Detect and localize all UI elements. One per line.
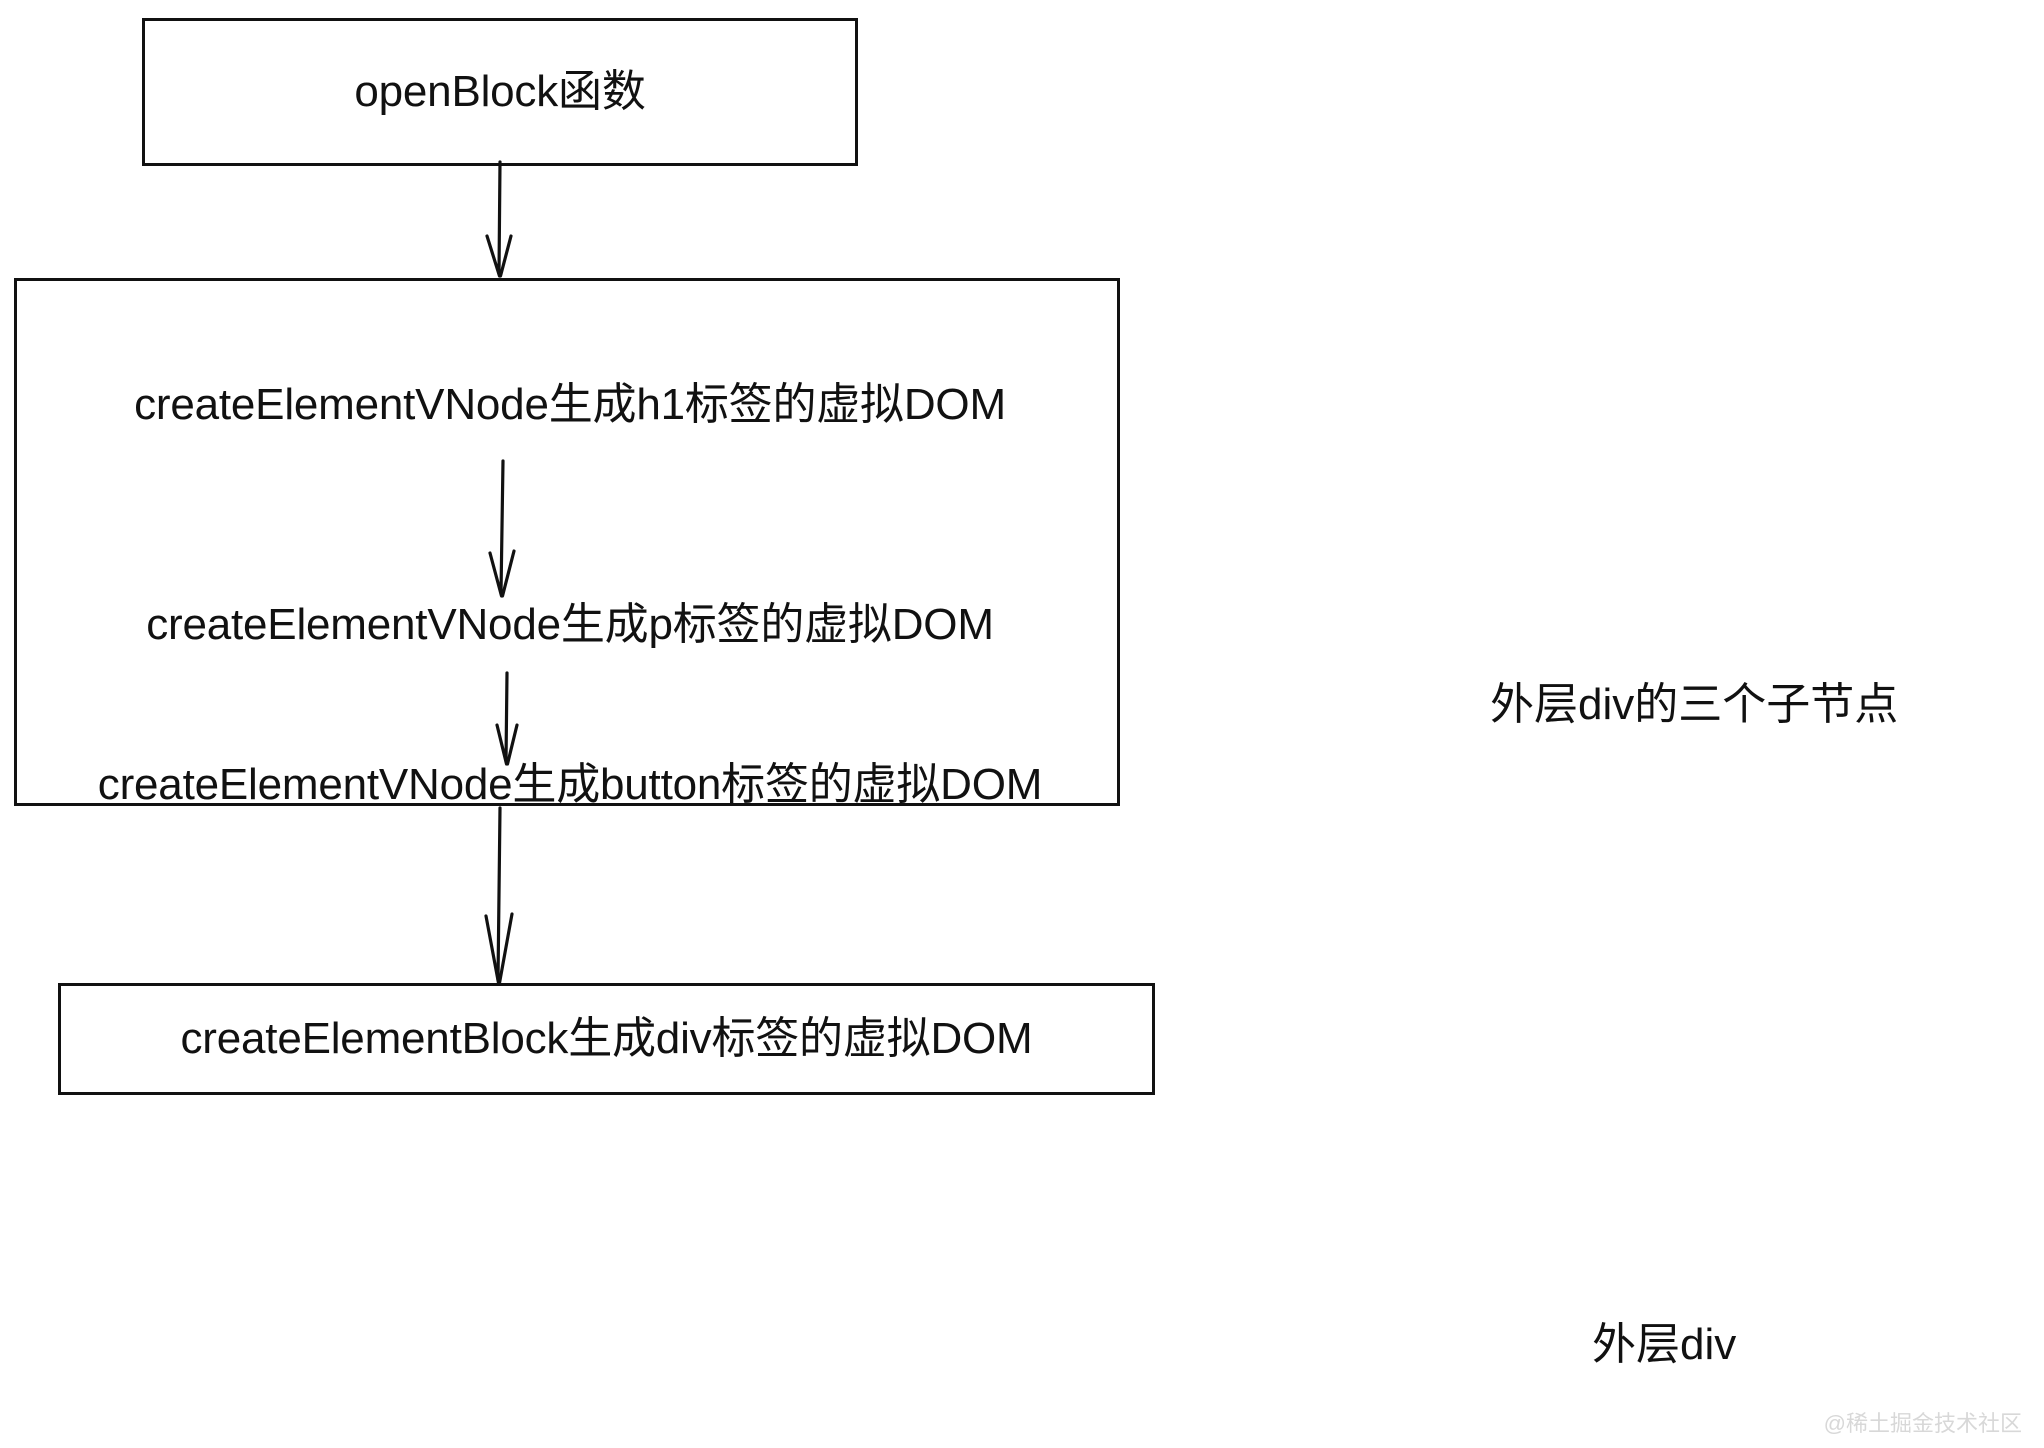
group-children-nodes: createElementVNode生成h1标签的虚拟DOM createEle… [14, 278, 1123, 809]
node-create-vnode-h1: createElementVNode生成h1标签的虚拟DOM [17, 380, 1123, 429]
arrow-children-to-block-icon [484, 806, 514, 985]
node-create-vnode-button-label: createElementVNode生成button标签的虚拟DOM [97, 760, 1043, 809]
annotation-children-of-outer-div-label: 外层div的三个子节点 [1490, 680, 1899, 729]
arrow-children-to-block [468, 806, 528, 988]
node-create-element-block: createElementBlock生成div标签的虚拟DOM [58, 983, 1155, 1095]
node-open-block: openBlock函数 [142, 18, 858, 166]
annotation-children-of-outer-div: 外层div的三个子节点 [1490, 668, 1898, 732]
node-create-vnode-p: createElementVNode生成p标签的虚拟DOM [17, 600, 1123, 649]
annotation-outer-div: 外层div [1592, 1308, 1736, 1372]
arrow-h1-to-p-icon [488, 459, 516, 598]
watermark: @稀土掘金技术社区 [1824, 1406, 2022, 1438]
node-open-block-label: openBlock函数 [354, 66, 646, 116]
arrow-h1-to-p [472, 459, 532, 601]
arrow-p-to-button [477, 671, 537, 769]
node-create-element-block-label: createElementBlock生成div标签的虚拟DOM [180, 1013, 1033, 1063]
watermark-label: @稀土掘金技术社区 [1823, 1411, 2022, 1436]
node-create-vnode-p-label: createElementVNode生成p标签的虚拟DOM [146, 600, 994, 649]
arrow-open-block-to-children-icon [485, 160, 513, 278]
node-create-vnode-button: createElementVNode生成button标签的虚拟DOM [17, 760, 1123, 809]
arrow-open-block-to-children [470, 160, 530, 282]
annotation-outer-div-label: 外层div [1592, 1320, 1737, 1369]
node-create-vnode-h1-label: createElementVNode生成h1标签的虚拟DOM [134, 380, 1006, 429]
arrow-p-to-button-icon [495, 671, 519, 766]
